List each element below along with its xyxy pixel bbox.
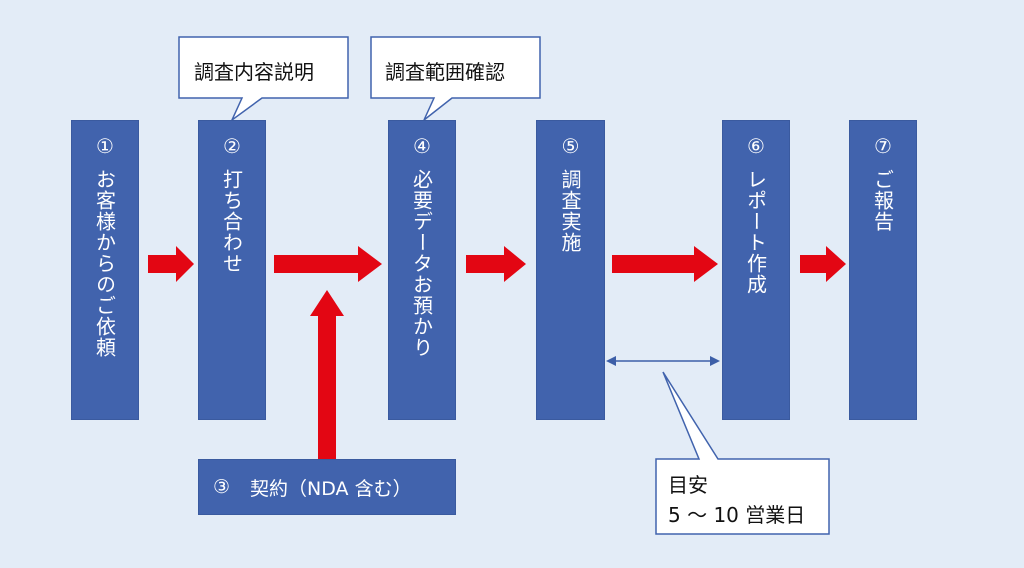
duration-arrowhead-right [710,356,720,366]
callout-meeting-bubble [178,36,349,123]
step-4-number: ④ [413,134,431,158]
step-1-box: ① お客様からのご依頼 [71,120,139,420]
step-7-box: ⑦ ご報告 [849,120,917,420]
step-6-box: ⑥ レポート作成 [722,120,790,420]
step-3-contract-box: ③ 契約（NDA 含む） [198,459,456,515]
duration-arrowhead-left [606,356,616,366]
step-3-number: ③ [213,476,231,498]
arrow-6-to-7 [800,246,846,282]
duration-label: 目安 [668,473,708,497]
step-1-number: ① [96,134,114,158]
duration-callout-bubble [655,371,830,535]
step-4-box: ④ 必要データお預かり [388,120,456,420]
step-6-label: レポート作成 [743,169,768,295]
step-7-label: ご報告 [870,169,895,232]
arrow-2-to-4 [274,246,382,282]
step-6-number: ⑥ [747,134,765,158]
arrow-contract-up [310,290,344,459]
duration-callout-text: 目安 5 〜 10 営業日 [668,470,805,530]
step-1-label: お客様からのご依頼 [92,169,117,358]
arrow-4-to-5 [466,246,526,282]
callout-data-text: 調査範囲確認 [385,60,505,84]
step-5-number: ⑤ [561,134,580,158]
step-2-box: ② 打ち合わせ [198,120,266,420]
step-7-number: ⑦ [874,134,892,158]
arrow-5-to-6 [612,246,718,282]
step-3-label: 契約（NDA 含む） [250,477,412,500]
duration-range-value: 5 〜 10 営業日 [668,503,806,527]
step-5-label: 調査実施 [558,169,582,253]
callout-data-bubble [370,36,541,121]
arrow-1-to-2 [148,246,194,282]
step-2-number: ② [223,134,241,158]
step-2-label: 打ち合わせ [219,169,244,274]
step-4-label: 必要データお預かり [409,169,434,358]
callout-meeting-text: 調査内容説明 [194,60,314,84]
step-5-box: ⑤ 調査実施 [536,120,605,420]
